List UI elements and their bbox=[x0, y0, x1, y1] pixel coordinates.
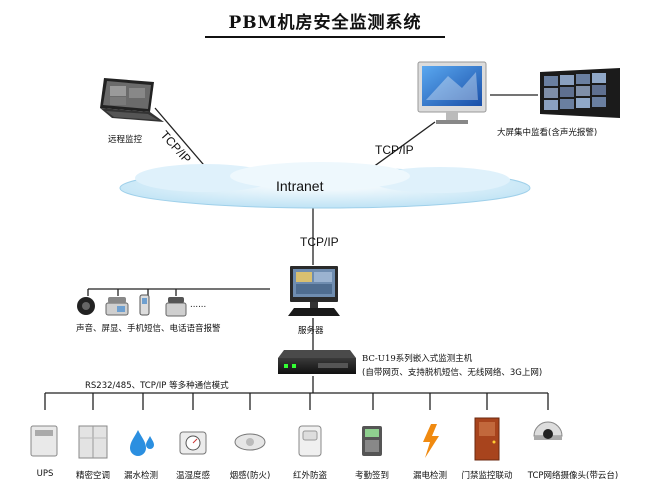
thermometer-hygrometer-icon bbox=[179, 431, 207, 455]
mobile-phone-icon bbox=[139, 294, 150, 316]
intranet-cloud bbox=[119, 162, 531, 209]
bus-label: RS232/485、TCP/IP 等多种通信模式 bbox=[85, 381, 229, 391]
device-label-smoke: 烟感(防火) bbox=[229, 471, 271, 481]
lightning-icon bbox=[423, 424, 439, 458]
door-icon bbox=[474, 417, 500, 461]
dome-camera-icon bbox=[533, 421, 563, 440]
telephone-icon bbox=[165, 297, 187, 317]
device-label-ups: UPS bbox=[36, 469, 54, 479]
device-label-water-leak: 漏水检测 bbox=[123, 471, 158, 481]
water-drop-icon bbox=[130, 430, 154, 456]
cloud-label: Intranet bbox=[276, 178, 324, 194]
diagram-title: PBM机房安全监测系统 bbox=[228, 13, 422, 33]
alarm-outputs-label: 声音、屏显、手机短信、电话语音报警 bbox=[76, 324, 221, 334]
device-label-attendance: 考勤签到 bbox=[354, 471, 389, 481]
server-label: 服务器 bbox=[298, 326, 324, 336]
device-label-temp-humidity: 温湿度感 bbox=[175, 471, 210, 481]
monitor-icon bbox=[417, 61, 487, 124]
laptop-icon bbox=[100, 78, 164, 122]
video-wall-icon bbox=[540, 68, 620, 118]
link-label-server: TCP/IP bbox=[300, 235, 339, 249]
server-monitor-icon bbox=[288, 266, 340, 316]
link-label-screen: TCP/IP bbox=[375, 143, 414, 157]
ups-icon bbox=[30, 425, 58, 457]
attendance-terminal-icon bbox=[362, 426, 382, 456]
big-screen-label: 大屏集中监看(含声光报警) bbox=[497, 128, 598, 138]
host-name-label: BC-U19系列嵌入式监测主机 bbox=[362, 354, 473, 364]
title-underline bbox=[205, 36, 445, 38]
desk-phone-icon bbox=[105, 297, 129, 316]
connection-lines bbox=[44, 94, 549, 410]
device-label-access-control: 门禁监控联动 bbox=[461, 471, 513, 481]
device-label-infrared: 红外防盗 bbox=[292, 471, 327, 481]
device-label-camera: TCP网络摄像头(带云台) bbox=[527, 471, 619, 481]
device-label-leakage: 漏电检测 bbox=[412, 471, 447, 481]
monitoring-host-icon bbox=[278, 350, 356, 374]
remote-monitor-label: 远程监控 bbox=[108, 135, 143, 145]
smoke-detector-icon bbox=[234, 433, 266, 451]
air-conditioner-icon bbox=[78, 425, 108, 459]
speaker-icon bbox=[77, 297, 95, 315]
device-label-air-conditioner: 精密空调 bbox=[75, 471, 110, 481]
host-desc-label: (自带网页、支持脱机短信、无线网络、3G上网) bbox=[362, 368, 543, 378]
infrared-sensor-icon bbox=[298, 425, 322, 457]
alarm-more-label: ...... bbox=[190, 300, 207, 310]
